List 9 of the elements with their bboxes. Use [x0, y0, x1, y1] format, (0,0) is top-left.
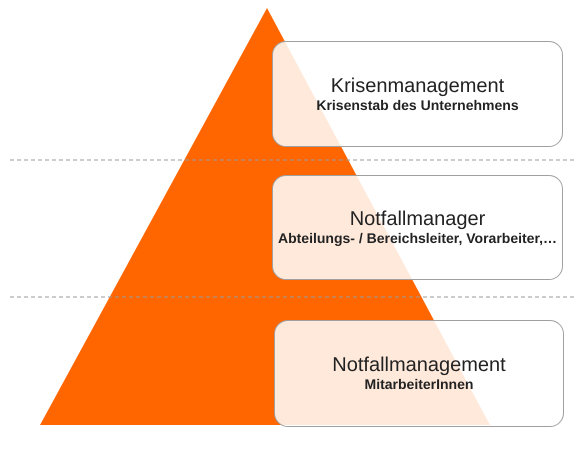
level-title: Notfallmanager	[350, 208, 486, 230]
level-description: Abteilungs- / Bereichsleiter, Vorarbeiter,…	[278, 230, 558, 247]
level-title: Notfallmanagement	[332, 354, 506, 376]
level-box	[272, 175, 563, 280]
level-description: MitarbeiterInnen	[364, 376, 474, 393]
level-box	[272, 41, 563, 147]
level-title: Krisenmanagement	[330, 74, 504, 96]
level-box	[274, 320, 564, 427]
level-description: Krisenstab des Unternehmens	[316, 96, 519, 114]
